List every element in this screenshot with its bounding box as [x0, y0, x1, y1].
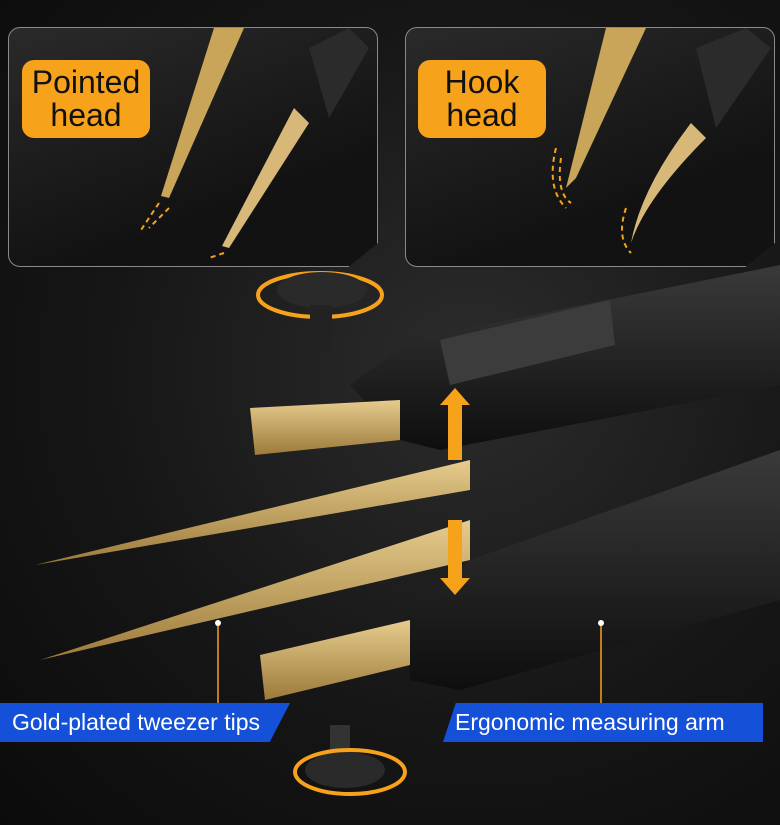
- ergonomic-arm-callout: Ergonomic measuring arm: [443, 703, 763, 742]
- upper-arm: [350, 265, 780, 450]
- top-thumb-screw: [256, 271, 384, 353]
- hook-tweezer-illustration: [551, 28, 771, 254]
- lower-arm: [405, 450, 780, 690]
- pointed-tweezer-illustration: [138, 28, 369, 259]
- lower-mount-plate: [260, 620, 410, 700]
- upper-tip: [35, 460, 470, 565]
- gold-plated-tips-callout: Gold-plated tweezer tips: [0, 703, 290, 742]
- lower-tip: [40, 520, 470, 660]
- arrow-down: [440, 520, 470, 595]
- arrow-up: [440, 388, 470, 460]
- pointed-head-label: Pointed head: [22, 60, 150, 138]
- upper-mount-plate: [250, 400, 400, 455]
- hook-head-label: Hook head: [418, 60, 546, 138]
- bottom-thumb-screw: [293, 725, 407, 796]
